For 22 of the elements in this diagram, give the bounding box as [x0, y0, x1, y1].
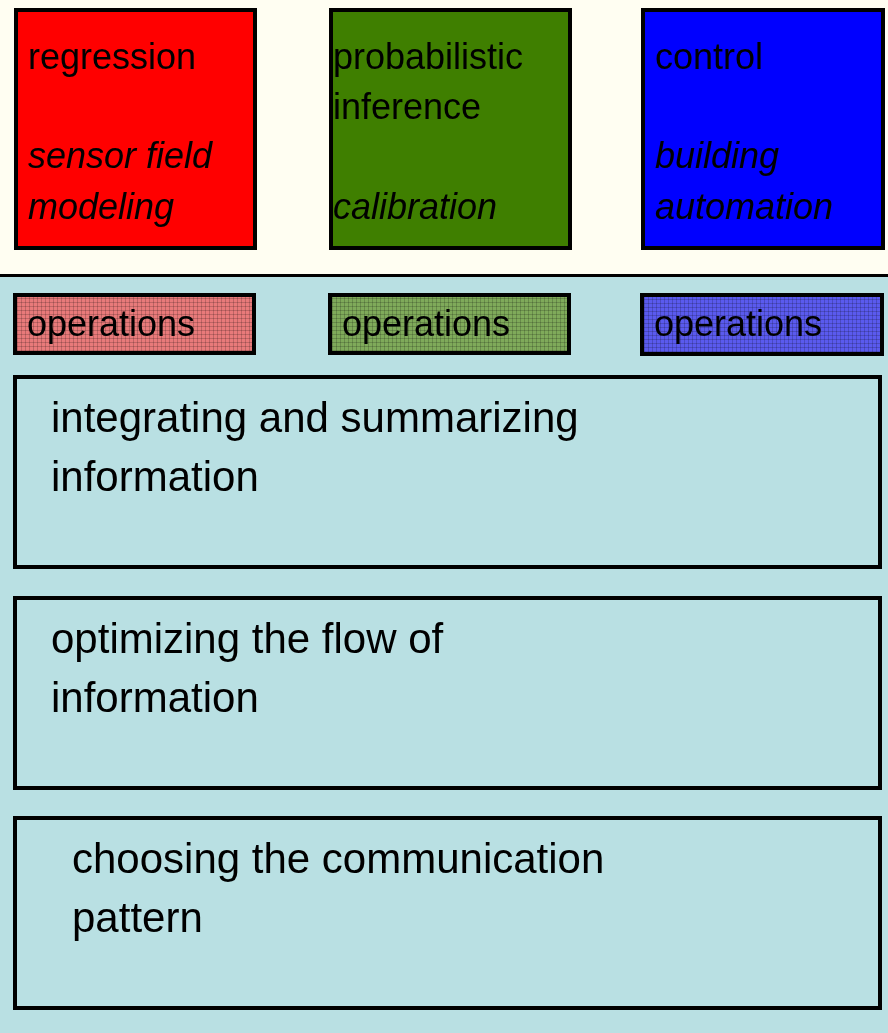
- category-box: [14, 8, 257, 250]
- operations-box: [328, 293, 571, 355]
- operations-label: operations: [27, 302, 196, 346]
- content-box: [13, 375, 882, 569]
- application-label: building automation: [655, 134, 835, 229]
- content-text: integrating and summarizing information: [51, 393, 580, 502]
- application-label: sensor field modeling: [28, 134, 214, 229]
- panel-background: [0, 274, 888, 1033]
- operations-box: [13, 293, 256, 355]
- category-box: [329, 8, 572, 250]
- content-box: [13, 596, 882, 790]
- content-box: [13, 816, 882, 1010]
- content-text: choosing the communication pattern: [72, 834, 606, 943]
- operations-box: [640, 293, 884, 356]
- category-box: [641, 8, 885, 250]
- category-title: control: [655, 35, 765, 79]
- operations-label: operations: [342, 302, 511, 346]
- category-title: regression: [28, 35, 198, 79]
- category-title: probabilistic inference: [333, 35, 525, 130]
- content-text: optimizing the flow of information: [51, 614, 445, 723]
- operations-label: operations: [654, 302, 823, 346]
- application-label: calibration: [333, 184, 499, 229]
